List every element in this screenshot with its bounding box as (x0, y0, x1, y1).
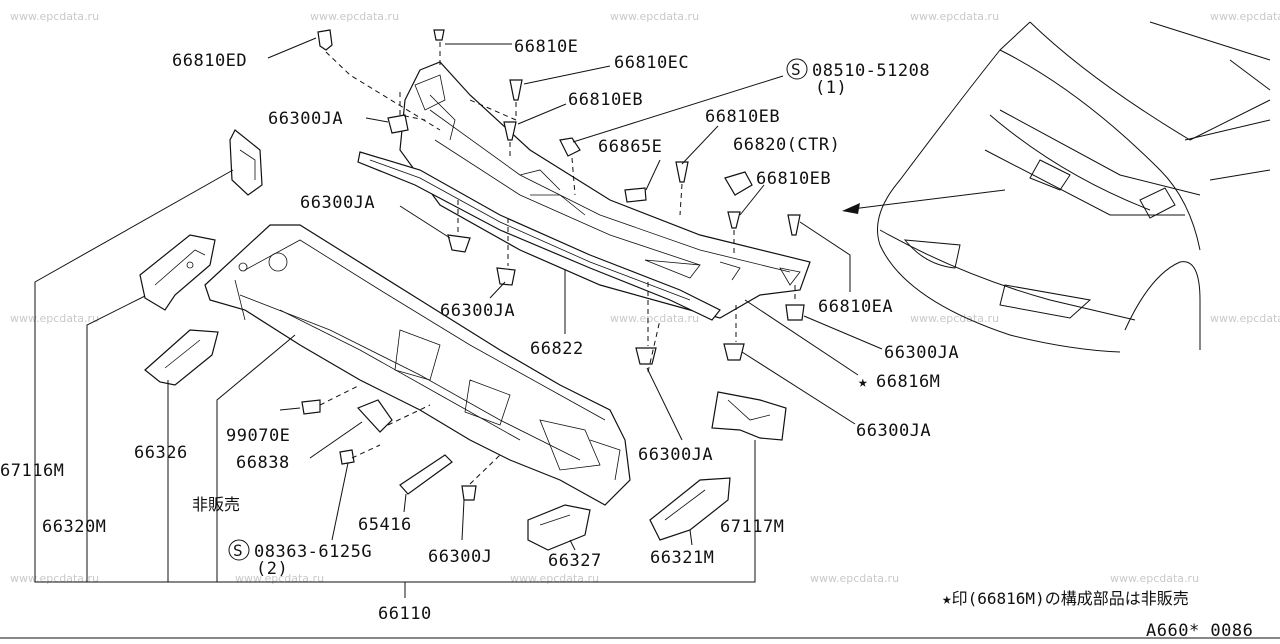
label-66300ja-f: 66300JA (638, 445, 713, 465)
footnote: ★印(66816M)の構成部品は非販売 (942, 589, 1189, 608)
watermark: www.epcdata.ru (10, 10, 99, 23)
bracket-66326 (144, 329, 219, 386)
watermark: www.epcdata.ru (910, 10, 999, 23)
vehicle-outline (877, 21, 1271, 353)
label-66810ed: 66810ED (172, 51, 247, 71)
watermark: www.epcdata.ru (1210, 312, 1280, 325)
label-66321m: 66321M (650, 548, 714, 568)
label-66822: 66822 (530, 339, 584, 359)
seal-65416 (399, 454, 453, 495)
label-66300ja-b: 66300JA (300, 193, 375, 213)
assembly-lines (319, 42, 796, 485)
label-08510-qty: (1) (815, 78, 847, 98)
label-66820-ctr: 66820(CTR) (733, 135, 840, 155)
side-bracket-67116m (229, 129, 263, 196)
fasteners (301, 29, 805, 501)
part-labels: 66810ED 66810E 66810EC S 08510-51208 (1)… (0, 37, 959, 624)
label-67116m: 67116M (0, 461, 64, 481)
watermark: www.epcdata.ru (1110, 572, 1199, 585)
watermark: www.epcdata.ru (510, 572, 599, 585)
label-99070e: 99070E (226, 426, 290, 446)
label-66300ja-d: 66300JA (884, 343, 959, 363)
label-66810eb-c: 66810EB (756, 169, 831, 189)
label-66816m: 66816M (876, 372, 940, 392)
label-not-for-sale: 非販売 (192, 495, 240, 514)
label-66816m-group: ★ 66816M (858, 372, 940, 392)
label-66810ec: 66810EC (614, 53, 689, 73)
label-66300ja-e: 66300JA (856, 421, 931, 441)
location-arrow (842, 189, 1006, 214)
bracket-66320m (139, 234, 216, 311)
watermark: www.epcdata.ru (1210, 10, 1280, 23)
label-66810ea: 66810EA (818, 297, 893, 317)
star-mark: ★ (858, 372, 868, 391)
label-08363-qty: (2) (256, 559, 288, 579)
s-standard-part-08510: S 08510-51208 (1) (786, 58, 930, 98)
label-66110: 66110 (378, 604, 432, 624)
label-08363-6125g: 08363-6125G (254, 542, 372, 562)
watermark: www.epcdata.ru (10, 572, 99, 585)
s-symbol: S (233, 541, 243, 560)
s-standard-part-08363: S 08363-6125G (2) (228, 539, 372, 579)
bracket-66321m (649, 477, 731, 541)
label-66810eb-a: 66810EB (568, 90, 643, 110)
label-67117m: 67117M (720, 517, 784, 537)
watermark: www.epcdata.ru (310, 10, 399, 23)
side-bracket-67117m (711, 391, 787, 441)
label-66300ja-a: 66300JA (268, 109, 343, 129)
label-66810eb-b: 66810EB (705, 107, 780, 127)
label-65416: 65416 (358, 515, 412, 535)
label-66810e: 66810E (514, 37, 578, 57)
watermark: www.epcdata.ru (810, 572, 899, 585)
label-66300j: 66300J (428, 547, 492, 567)
watermark: www.epcdata.ru (910, 312, 999, 325)
label-66326: 66326 (134, 443, 188, 463)
cowl-panel (204, 224, 631, 506)
label-66327: 66327 (548, 551, 602, 571)
cowl-top-extension (357, 151, 721, 321)
label-66320m: 66320M (42, 517, 106, 537)
watermark: www.epcdata.ru (610, 10, 699, 23)
leader-lines (34, 37, 883, 598)
label-66838: 66838 (236, 453, 290, 473)
watermark: www.epcdata.ru (10, 312, 99, 325)
bracket-66327 (527, 504, 591, 551)
diagram-code: A660* 0086 (1146, 621, 1253, 640)
s-symbol: S (791, 60, 801, 79)
label-66865e: 66865E (598, 137, 662, 157)
label-08510-51208: 08510-51208 (812, 61, 930, 81)
watermark: www.epcdata.ru (610, 312, 699, 325)
label-66300ja-c: 66300JA (440, 301, 515, 321)
